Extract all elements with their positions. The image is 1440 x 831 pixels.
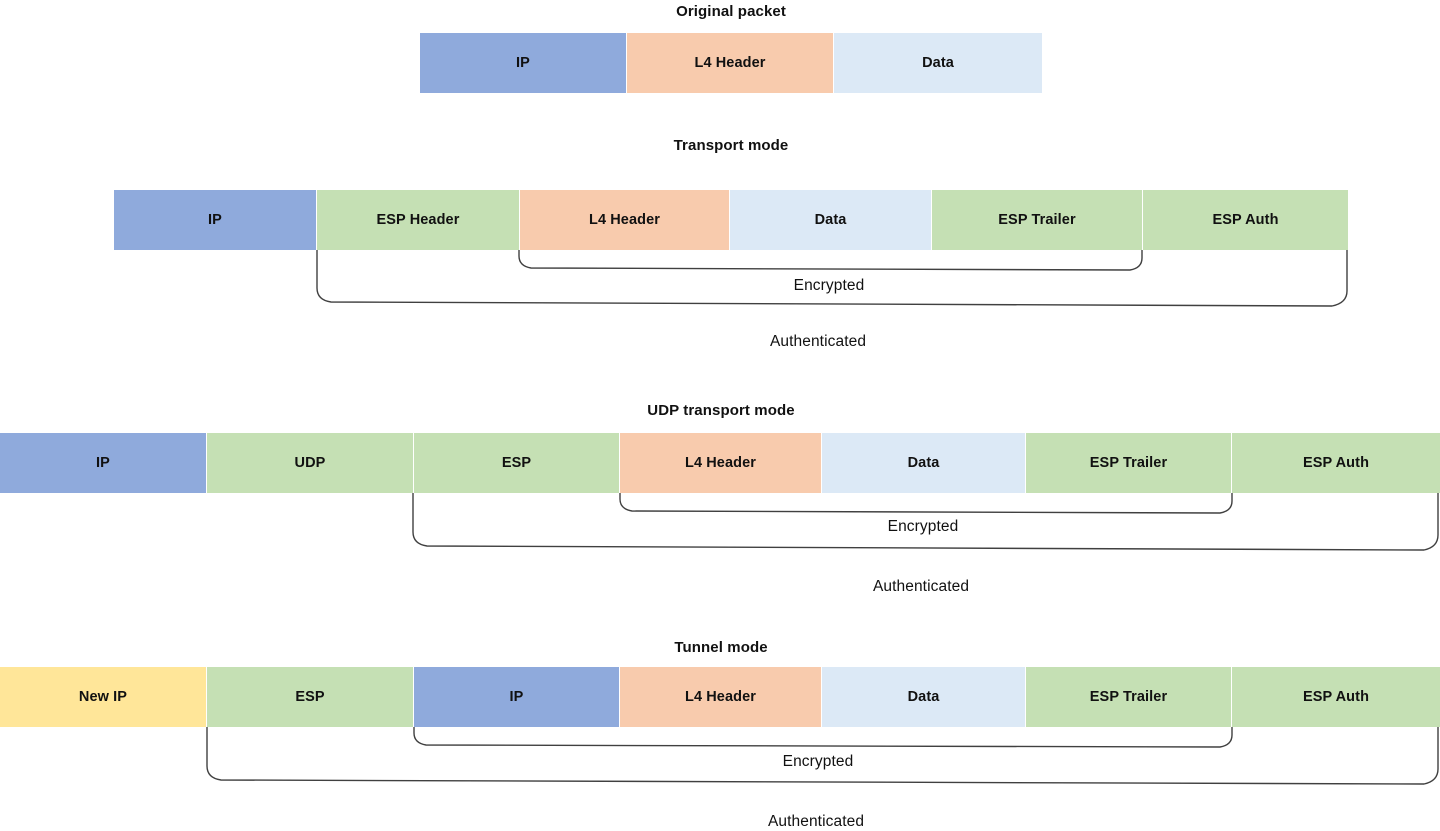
field-esp-trailer: ESP Trailer: [1026, 667, 1232, 727]
field-new-ip: New IP: [0, 667, 207, 727]
field-esp: ESP: [414, 433, 620, 493]
span-label-transport-authenticated: Authenticated: [769, 333, 867, 350]
field-ip: IP: [114, 190, 317, 250]
field-esp-auth: ESP Auth: [1143, 190, 1348, 250]
field-data: Data: [822, 667, 1026, 727]
packet-row-transport-mode: IP ESP Header L4 Header Data ESP Trailer…: [114, 190, 1348, 250]
field-esp-auth: ESP Auth: [1232, 667, 1440, 727]
field-esp-auth: ESP Auth: [1232, 433, 1440, 493]
field-ip: IP: [420, 33, 627, 93]
field-l4-header: L4 Header: [627, 33, 834, 93]
brace-transport-encrypted: [518, 250, 1143, 271]
section-title-udp-transport-mode: UDP transport mode: [647, 402, 795, 419]
section-title-original-packet: Original packet: [676, 3, 786, 20]
field-ip: IP: [414, 667, 620, 727]
field-l4-header: L4 Header: [520, 190, 730, 250]
section-title-transport-mode: Transport mode: [673, 137, 789, 154]
packet-row-tunnel-mode: New IP ESP IP L4 Header Data ESP Trailer…: [0, 667, 1440, 727]
field-ip: IP: [0, 433, 207, 493]
field-l4-header: L4 Header: [620, 433, 822, 493]
span-label-tunnel-authenticated: Authenticated: [767, 813, 865, 830]
brace-tunnel-encrypted: [413, 727, 1233, 748]
span-label-transport-encrypted: Encrypted: [793, 277, 865, 294]
field-data: Data: [834, 33, 1042, 93]
field-data: Data: [822, 433, 1026, 493]
field-esp: ESP: [207, 667, 414, 727]
field-esp-header: ESP Header: [317, 190, 520, 250]
field-esp-trailer: ESP Trailer: [1026, 433, 1232, 493]
field-esp-trailer: ESP Trailer: [932, 190, 1143, 250]
span-label-udp-encrypted: Encrypted: [887, 518, 959, 535]
span-label-udp-authenticated: Authenticated: [872, 578, 970, 595]
packet-row-original-packet: IP L4 Header Data: [420, 33, 1042, 93]
brace-udp-encrypted: [619, 493, 1233, 514]
field-l4-header: L4 Header: [620, 667, 822, 727]
field-data: Data: [730, 190, 932, 250]
packet-row-udp-transport-mode: IP UDP ESP L4 Header Data ESP Trailer ES…: [0, 433, 1440, 493]
field-udp: UDP: [207, 433, 414, 493]
section-title-tunnel-mode: Tunnel mode: [674, 639, 768, 656]
span-label-tunnel-encrypted: Encrypted: [782, 753, 854, 770]
